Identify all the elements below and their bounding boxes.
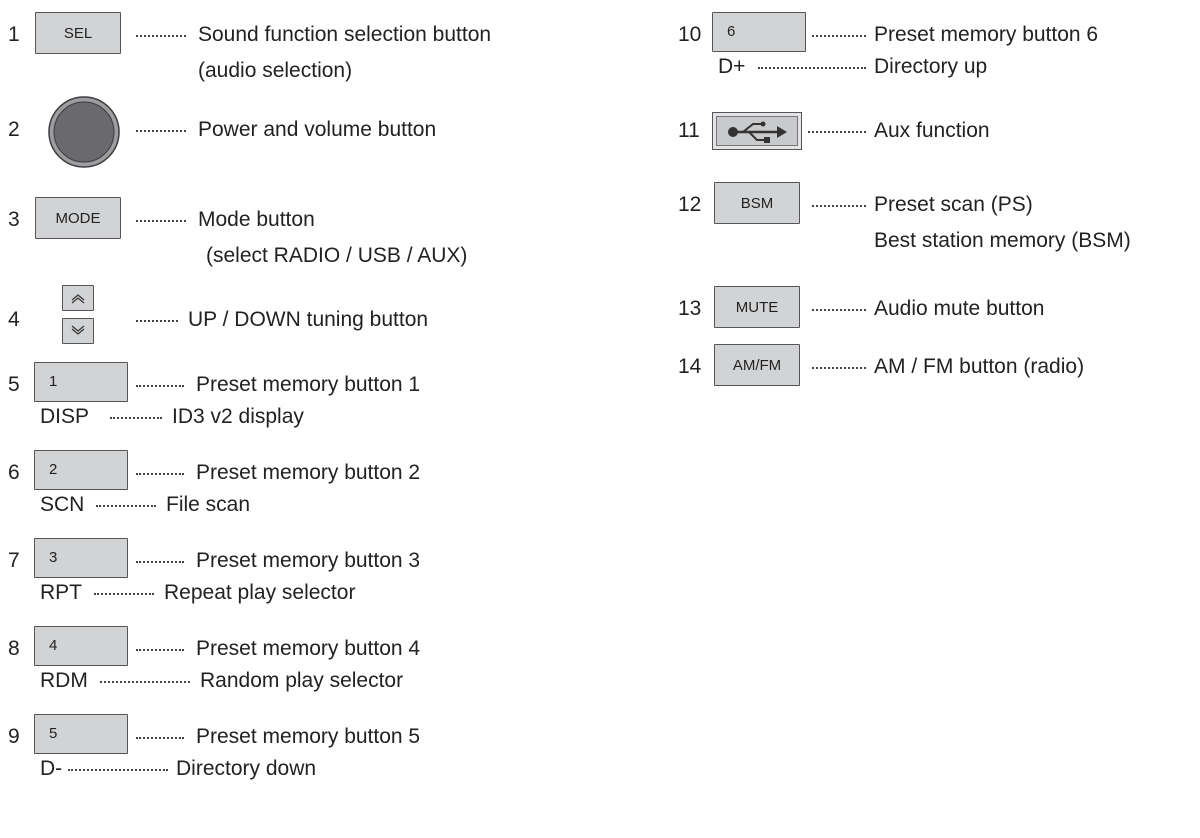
legend-entry-6: 6 2 Preset memory button 2 SCN File scan [0, 450, 600, 516]
item-description: Sound function selection button [198, 23, 492, 46]
item-number: 9 [8, 725, 20, 748]
leader-dots [136, 35, 186, 37]
legend-entry-14: 14 AM/FM AM / FM button (radio) [672, 344, 1192, 390]
leader-dots [96, 505, 156, 507]
item-description: Preset memory button 6 [874, 23, 1099, 46]
secondary-key: SCN [40, 493, 85, 516]
secondary-key: DISP [40, 405, 90, 428]
leader-dots [808, 131, 866, 133]
item-number: 11 [678, 119, 700, 142]
secondary-key: RPT [40, 581, 82, 604]
secondary-description: File scan [166, 493, 251, 516]
item-number: 14 [678, 355, 702, 378]
secondary-description: Random play selector [200, 669, 404, 692]
legend-entry-4: 4 UP / DOWN tuning button [0, 285, 600, 349]
secondary-key: D+ [718, 55, 746, 78]
leader-dots [136, 473, 184, 475]
leader-dots [812, 309, 866, 311]
item-description-line2: (audio selection) [198, 59, 353, 82]
secondary-key: D- [40, 757, 63, 780]
item-description: Audio mute button [874, 297, 1045, 320]
item-number: 8 [8, 637, 20, 660]
bsm-button: BSM [714, 182, 800, 224]
leader-dots [100, 681, 190, 683]
legend-entry-12: 12 BSM Preset scan (PS) Best station mem… [672, 182, 1200, 252]
item-description: Preset scan (PS) [874, 193, 1033, 216]
leader-dots [812, 367, 866, 369]
leader-dots [136, 737, 184, 739]
leader-dots [136, 385, 184, 387]
item-number: 13 [678, 297, 702, 320]
leader-dots [758, 67, 866, 69]
legend-entry-8: 8 4 Preset memory button 4 RDM Random pl… [0, 626, 600, 692]
legend-entry-5: 5 1 Preset memory button 1 DISP ID3 v2 d… [0, 362, 600, 428]
leader-dots [136, 320, 178, 322]
usb-icon [712, 112, 802, 150]
preset-6-button: 6 [712, 12, 806, 52]
legend-entry-1: 1 SEL Sound function selection button (a… [0, 12, 600, 82]
legend-entry-10: 10 6 Preset memory button 6 D+ Directory… [672, 12, 1192, 78]
preset-4-button: 4 [34, 626, 128, 666]
secondary-key: RDM [40, 669, 88, 692]
knob-icon [48, 96, 120, 168]
preset-3-button: 3 [34, 538, 128, 578]
item-description: AM / FM button (radio) [874, 355, 1085, 378]
preset-2-button: 2 [34, 450, 128, 490]
leader-dots [136, 220, 186, 222]
preset-5-button: 5 [34, 714, 128, 754]
legend-entry-2: 2 Power and volume button [0, 95, 600, 168]
legend-entry-7: 7 3 Preset memory button 3 RPT Repeat pl… [0, 538, 600, 604]
legend-entry-11: 11 Aux function [672, 108, 1192, 154]
item-number: 3 [8, 208, 20, 231]
leader-dots [812, 205, 866, 207]
leader-dots [136, 649, 184, 651]
item-description: UP / DOWN tuning button [188, 308, 429, 331]
secondary-description: Directory down [176, 757, 317, 780]
item-number: 7 [8, 549, 20, 572]
am-fm-button: AM/FM [714, 344, 800, 386]
item-description: Mode button [198, 208, 315, 231]
leader-dots [136, 561, 184, 563]
item-number: 1 [8, 23, 20, 46]
item-description: Preset memory button 2 [196, 461, 421, 484]
item-number: 2 [8, 118, 20, 141]
leader-dots [94, 593, 154, 595]
item-number: 6 [8, 461, 20, 484]
item-description-line2: (select RADIO / USB / AUX) [206, 244, 468, 267]
secondary-description: Directory up [874, 55, 988, 78]
item-number: 5 [8, 373, 20, 396]
legend-entry-13: 13 MUTE Audio mute button [672, 286, 1192, 332]
preset-1-button: 1 [34, 362, 128, 402]
mute-button: MUTE [714, 286, 800, 328]
item-description: Preset memory button 4 [196, 637, 421, 660]
secondary-description: Repeat play selector [164, 581, 356, 604]
item-description: Preset memory button 5 [196, 725, 421, 748]
leader-dots [136, 130, 186, 132]
mode-button: MODE [35, 197, 121, 239]
item-description: Preset memory button 1 [196, 373, 421, 396]
up-arrow-icon [62, 285, 94, 311]
sel-button: SEL [35, 12, 121, 54]
leader-dots [68, 769, 168, 771]
item-number: 10 [678, 23, 702, 46]
leader-dots [812, 35, 866, 37]
secondary-description: ID3 v2 display [172, 405, 304, 428]
item-description: Preset memory button 3 [196, 549, 421, 572]
leader-dots [110, 417, 162, 419]
legend-entry-9: 9 5 Preset memory button 5 D- Directory … [0, 714, 600, 780]
down-arrow-icon [62, 318, 94, 344]
item-description: Power and volume button [198, 118, 437, 141]
item-number: 4 [8, 308, 20, 331]
legend-entry-3: 3 MODE Mode button (select RADIO / USB /… [0, 197, 600, 267]
item-description-line2: Best station memory (BSM) [874, 229, 1131, 252]
item-description: Aux function [874, 119, 990, 142]
item-number: 12 [678, 193, 702, 216]
